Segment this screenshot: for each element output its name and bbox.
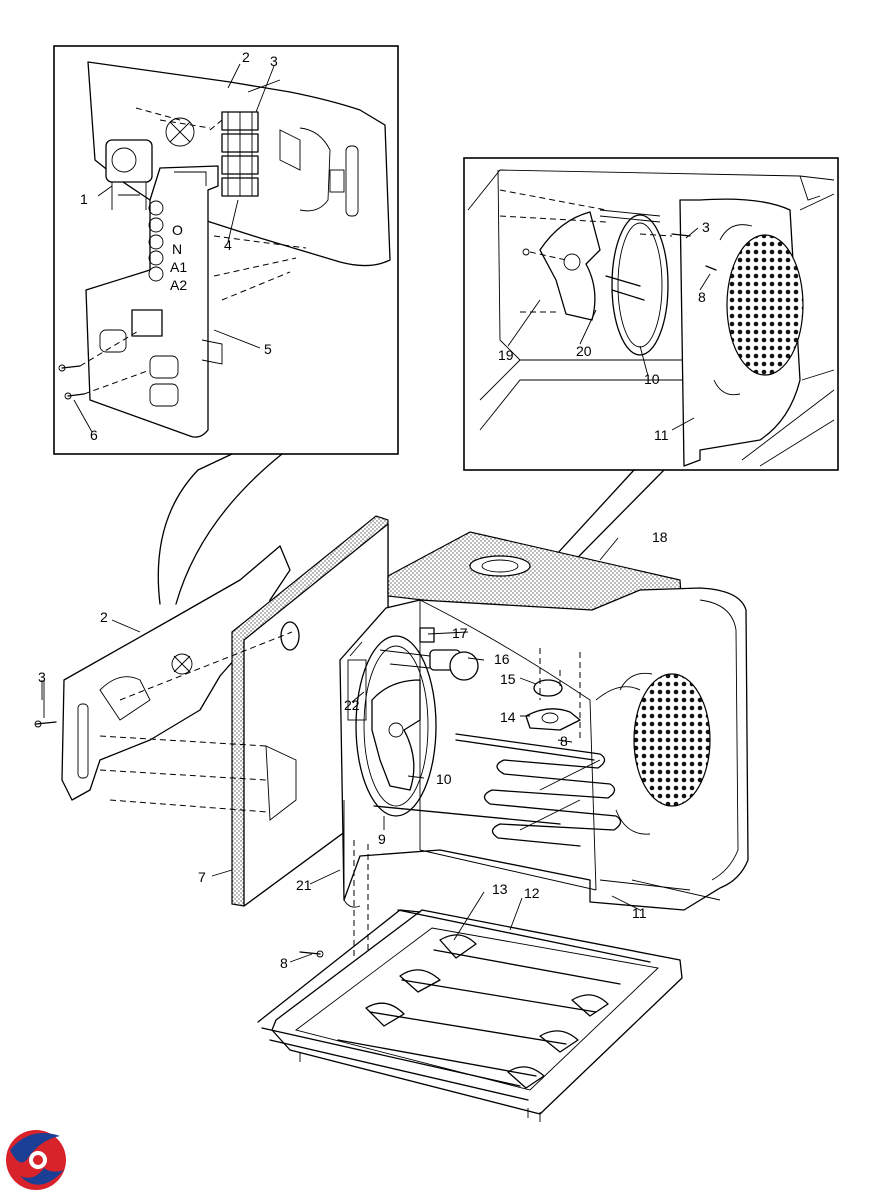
- callout-9: 9: [378, 831, 386, 847]
- callout-5: 5: [264, 341, 272, 357]
- callout-2-main: 2: [100, 609, 108, 625]
- callout-1: 1: [80, 191, 88, 207]
- callout-22: 22: [344, 697, 360, 713]
- callout-17: 17: [452, 625, 468, 641]
- brand-logo: [6, 1130, 66, 1190]
- callout-8-right: 8: [698, 289, 706, 305]
- callout-13: 13: [492, 881, 508, 897]
- callout-14: 14: [500, 709, 516, 725]
- ring-element-part-10: [355, 635, 437, 817]
- callout-16: 16: [494, 651, 510, 667]
- mark-n: N: [172, 241, 182, 257]
- callout-11-right: 11: [654, 427, 669, 443]
- callout-8-bottom: 8: [280, 955, 288, 971]
- motor-part-1: [105, 139, 153, 210]
- fan-wheel: [371, 679, 421, 791]
- callout-7: 7: [198, 869, 206, 885]
- callout-10-right: 10: [644, 371, 660, 387]
- grill-element-part-9: [455, 733, 622, 847]
- callout-2-inset: 2: [242, 49, 250, 65]
- callout-4: 4: [224, 237, 232, 253]
- mark-a2: A2: [170, 277, 187, 293]
- rear-bracket-part-2: [61, 545, 291, 801]
- zoom-line-left-b: [175, 453, 283, 605]
- callout-12: 12: [524, 885, 540, 901]
- mark-0: O: [172, 222, 183, 238]
- callout-19: 19: [498, 347, 514, 363]
- callout-3-right: 3: [702, 219, 710, 235]
- bottom-tray-part-12: [271, 909, 683, 1115]
- front-panel-part-5: [85, 165, 219, 438]
- fan-grille-main: [633, 673, 711, 807]
- zoom-line-left-a: [157, 453, 233, 605]
- inset-fan-element: [463, 157, 839, 471]
- part-17: [419, 627, 435, 643]
- callout-10-main: 10: [436, 771, 452, 787]
- callout-8-mid: 8: [560, 733, 568, 749]
- inset-control-panel: O N A1 A2: [53, 45, 399, 455]
- part-16: [449, 651, 479, 681]
- tray-bars: [337, 949, 621, 1077]
- fan-grille-inset: [726, 234, 804, 376]
- terminal-block-part-4: [221, 111, 259, 197]
- lamp-assembly: [379, 627, 581, 731]
- mark-a1: A1: [170, 259, 187, 275]
- callout-11-main: 11: [632, 905, 647, 921]
- callout-15: 15: [500, 671, 516, 687]
- callout-3-inset: 3: [270, 53, 278, 69]
- callout-18: 18: [652, 529, 668, 545]
- part-15: [533, 679, 563, 697]
- part-14: [525, 708, 581, 731]
- ring-element-part-10-inset: [611, 214, 669, 356]
- callout-3-main: 3: [38, 669, 46, 685]
- callout-20: 20: [576, 343, 592, 359]
- callout-21: 21: [296, 877, 312, 893]
- fan-plate: [165, 117, 195, 147]
- callout-6: 6: [90, 427, 98, 443]
